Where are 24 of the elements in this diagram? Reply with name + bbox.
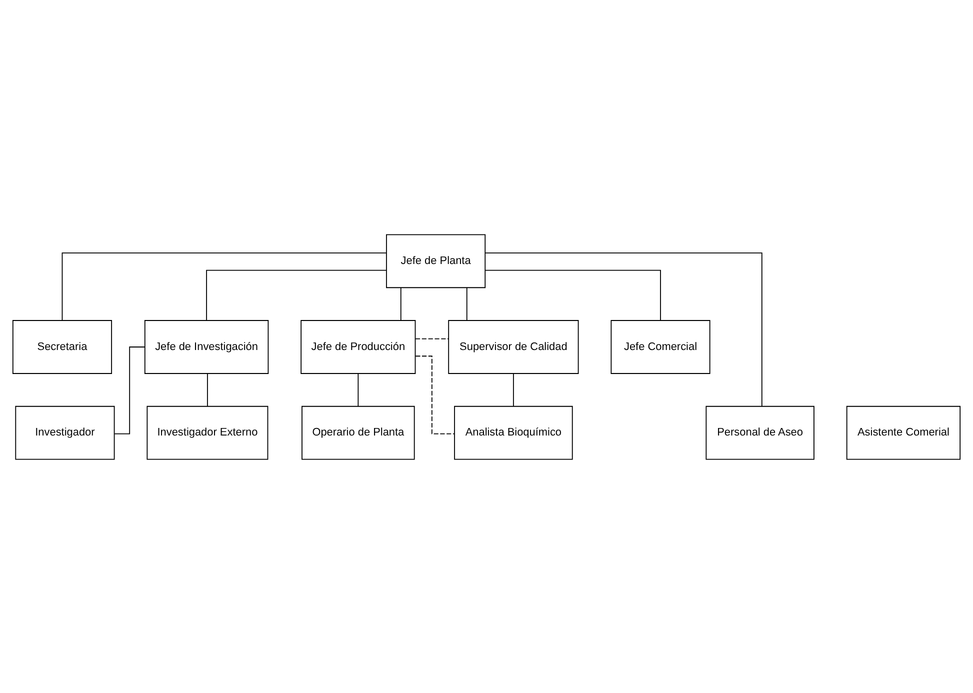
- node-box: Supervisor de Calidad: [448, 320, 579, 374]
- node-box: Jefe de Planta: [386, 234, 486, 288]
- node-box: Operario de Planta: [302, 405, 415, 460]
- connector: [400, 286, 402, 320]
- connector: [512, 372, 514, 406]
- node-box: Personal de Aseo: [706, 405, 814, 460]
- connector: [415, 338, 449, 339]
- connector: [466, 286, 468, 320]
- connector: [484, 252, 762, 406]
- connector: [206, 269, 387, 320]
- connector: [207, 372, 208, 406]
- connector: [62, 252, 387, 320]
- connector: [358, 372, 359, 406]
- node-box: Investigador Externo: [146, 405, 268, 460]
- node-box: Investigador: [15, 405, 115, 460]
- connector: [484, 269, 661, 320]
- node-box: Secretaria: [12, 320, 112, 374]
- connector: [415, 355, 455, 434]
- node-box: Jefe Comercial: [610, 320, 710, 374]
- node-box: Analista Bioquímico: [454, 405, 573, 460]
- node-box: Jefe de Investigación: [144, 320, 269, 374]
- node-box: Asistente Comerial: [846, 405, 961, 460]
- node-box: Jefe de Producción: [300, 320, 416, 374]
- connector: [114, 346, 146, 434]
